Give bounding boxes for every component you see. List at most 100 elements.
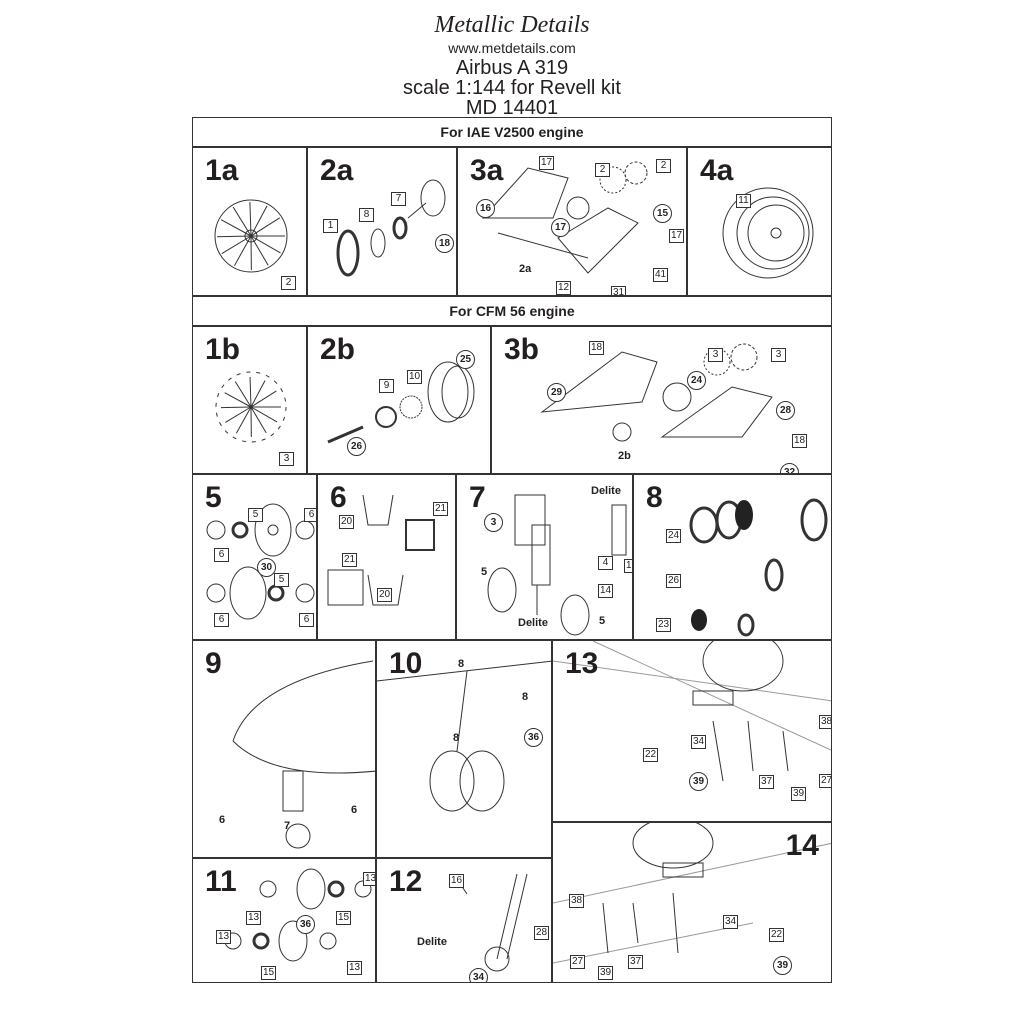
part-diagram xyxy=(327,494,435,606)
part-callout: 20 xyxy=(339,515,355,529)
part-callout: 22 xyxy=(643,748,659,762)
step-number: 5 xyxy=(205,481,222,514)
part-diagram xyxy=(215,371,287,443)
part-callout: 37 xyxy=(759,775,775,789)
part-callout: 15 xyxy=(653,204,672,223)
part-callout: 16 xyxy=(476,199,495,218)
part-callout: 26 xyxy=(666,574,682,588)
part-callout: 25 xyxy=(456,350,475,369)
part-diagram xyxy=(553,641,831,782)
part-callout: 9 xyxy=(379,379,394,393)
step-number: 7 xyxy=(469,481,486,514)
part-callout: 21 xyxy=(342,553,358,567)
part-callout: 15 xyxy=(261,966,277,980)
part-callout: 6 xyxy=(299,613,314,627)
part-diagram xyxy=(689,498,828,637)
part-callout: 1 xyxy=(323,219,338,233)
part-callout: 2 xyxy=(656,159,671,173)
part-callout: 17 xyxy=(539,156,555,170)
part-callout: 6 xyxy=(219,814,226,826)
part-callout: 13 xyxy=(216,930,232,944)
part-callout: 29 xyxy=(547,383,566,402)
step-number: 8 xyxy=(646,481,663,514)
part-callout: 3 xyxy=(484,513,503,532)
part-callout: 18 xyxy=(435,234,454,253)
step-number: 2b xyxy=(320,333,356,366)
part-callout: 5 xyxy=(481,566,488,578)
part-diagram xyxy=(336,179,446,277)
step-number: 4a xyxy=(700,154,734,187)
part-callout: 15 xyxy=(336,911,352,925)
brand-logo: Metallic Details xyxy=(434,12,590,38)
part-callout: 34 xyxy=(469,968,488,982)
part-callout: 4 xyxy=(598,556,613,570)
step-number: 14 xyxy=(785,829,819,862)
part-callout: 31 xyxy=(611,286,627,295)
step-number: 2a xyxy=(320,154,354,187)
part-callout: 26 xyxy=(347,437,366,456)
part-callout: 13 xyxy=(246,911,262,925)
part-callout: 20 xyxy=(377,588,393,602)
part-callout: 6 xyxy=(214,548,229,562)
step-number: 3a xyxy=(470,154,504,187)
part-callout: 34 xyxy=(723,915,739,929)
part-callout: 7 xyxy=(284,820,291,832)
part-callout: 36 xyxy=(296,915,315,934)
part-callout: 2a xyxy=(519,263,532,275)
part-callout: 36 xyxy=(524,728,543,747)
part-diagram xyxy=(553,823,831,964)
part-diagram xyxy=(722,187,814,279)
part-callout: Delite xyxy=(417,936,447,948)
part-callout: 18 xyxy=(792,434,808,448)
part-callout: 41 xyxy=(653,268,669,282)
part-callout: 37 xyxy=(628,955,644,969)
step-panel-1a: 1a 2 xyxy=(192,147,307,296)
part-callout: 23 xyxy=(656,618,672,632)
part-callout: Delite xyxy=(518,617,548,629)
part-callout: 39 xyxy=(689,772,708,791)
part-callout: Delite xyxy=(591,485,621,497)
part-callout: 39 xyxy=(773,956,792,975)
part-callout: 8 xyxy=(522,691,529,703)
part-callout: 2 xyxy=(595,163,610,177)
part-callout: 19 xyxy=(624,559,632,573)
part-callout: 13 xyxy=(347,961,363,975)
part-diagram xyxy=(214,199,288,273)
part-diagram xyxy=(206,503,315,620)
section-cfm-header: For CFM 56 engine xyxy=(192,296,832,326)
step-number: 1a xyxy=(205,154,239,187)
step-number: 1b xyxy=(205,333,241,366)
part-callout: 30 xyxy=(257,558,276,577)
part-callout: 2 xyxy=(281,276,296,290)
part-callout: 13 xyxy=(363,872,375,886)
part-callout: 28 xyxy=(776,401,795,420)
part-callout: 6 xyxy=(304,508,316,522)
step-number: 12 xyxy=(389,865,423,898)
step-number: 10 xyxy=(389,647,423,680)
part-diagram xyxy=(487,494,627,636)
part-callout: 22 xyxy=(769,928,785,942)
part-callout: 39 xyxy=(791,787,807,801)
part-callout: 7 xyxy=(391,192,406,206)
part-callout: 8 xyxy=(359,208,374,222)
kit-code: MD 14401 xyxy=(465,97,559,119)
part-callout: 24 xyxy=(666,529,682,543)
part-callout: 39 xyxy=(598,966,614,980)
part-callout: 3 xyxy=(279,452,294,466)
part-callout: 3 xyxy=(771,348,786,362)
part-callout: 8 xyxy=(453,732,460,744)
title-block: Airbus A 319 scale 1:144 for Revell kit … xyxy=(192,58,832,118)
part-callout: 14 xyxy=(598,584,614,598)
part-diagram xyxy=(481,161,648,274)
step-number: 3b xyxy=(504,333,540,366)
part-callout: 28 xyxy=(534,926,550,940)
part-callout: 6 xyxy=(214,613,229,627)
step-number: 11 xyxy=(205,865,237,898)
